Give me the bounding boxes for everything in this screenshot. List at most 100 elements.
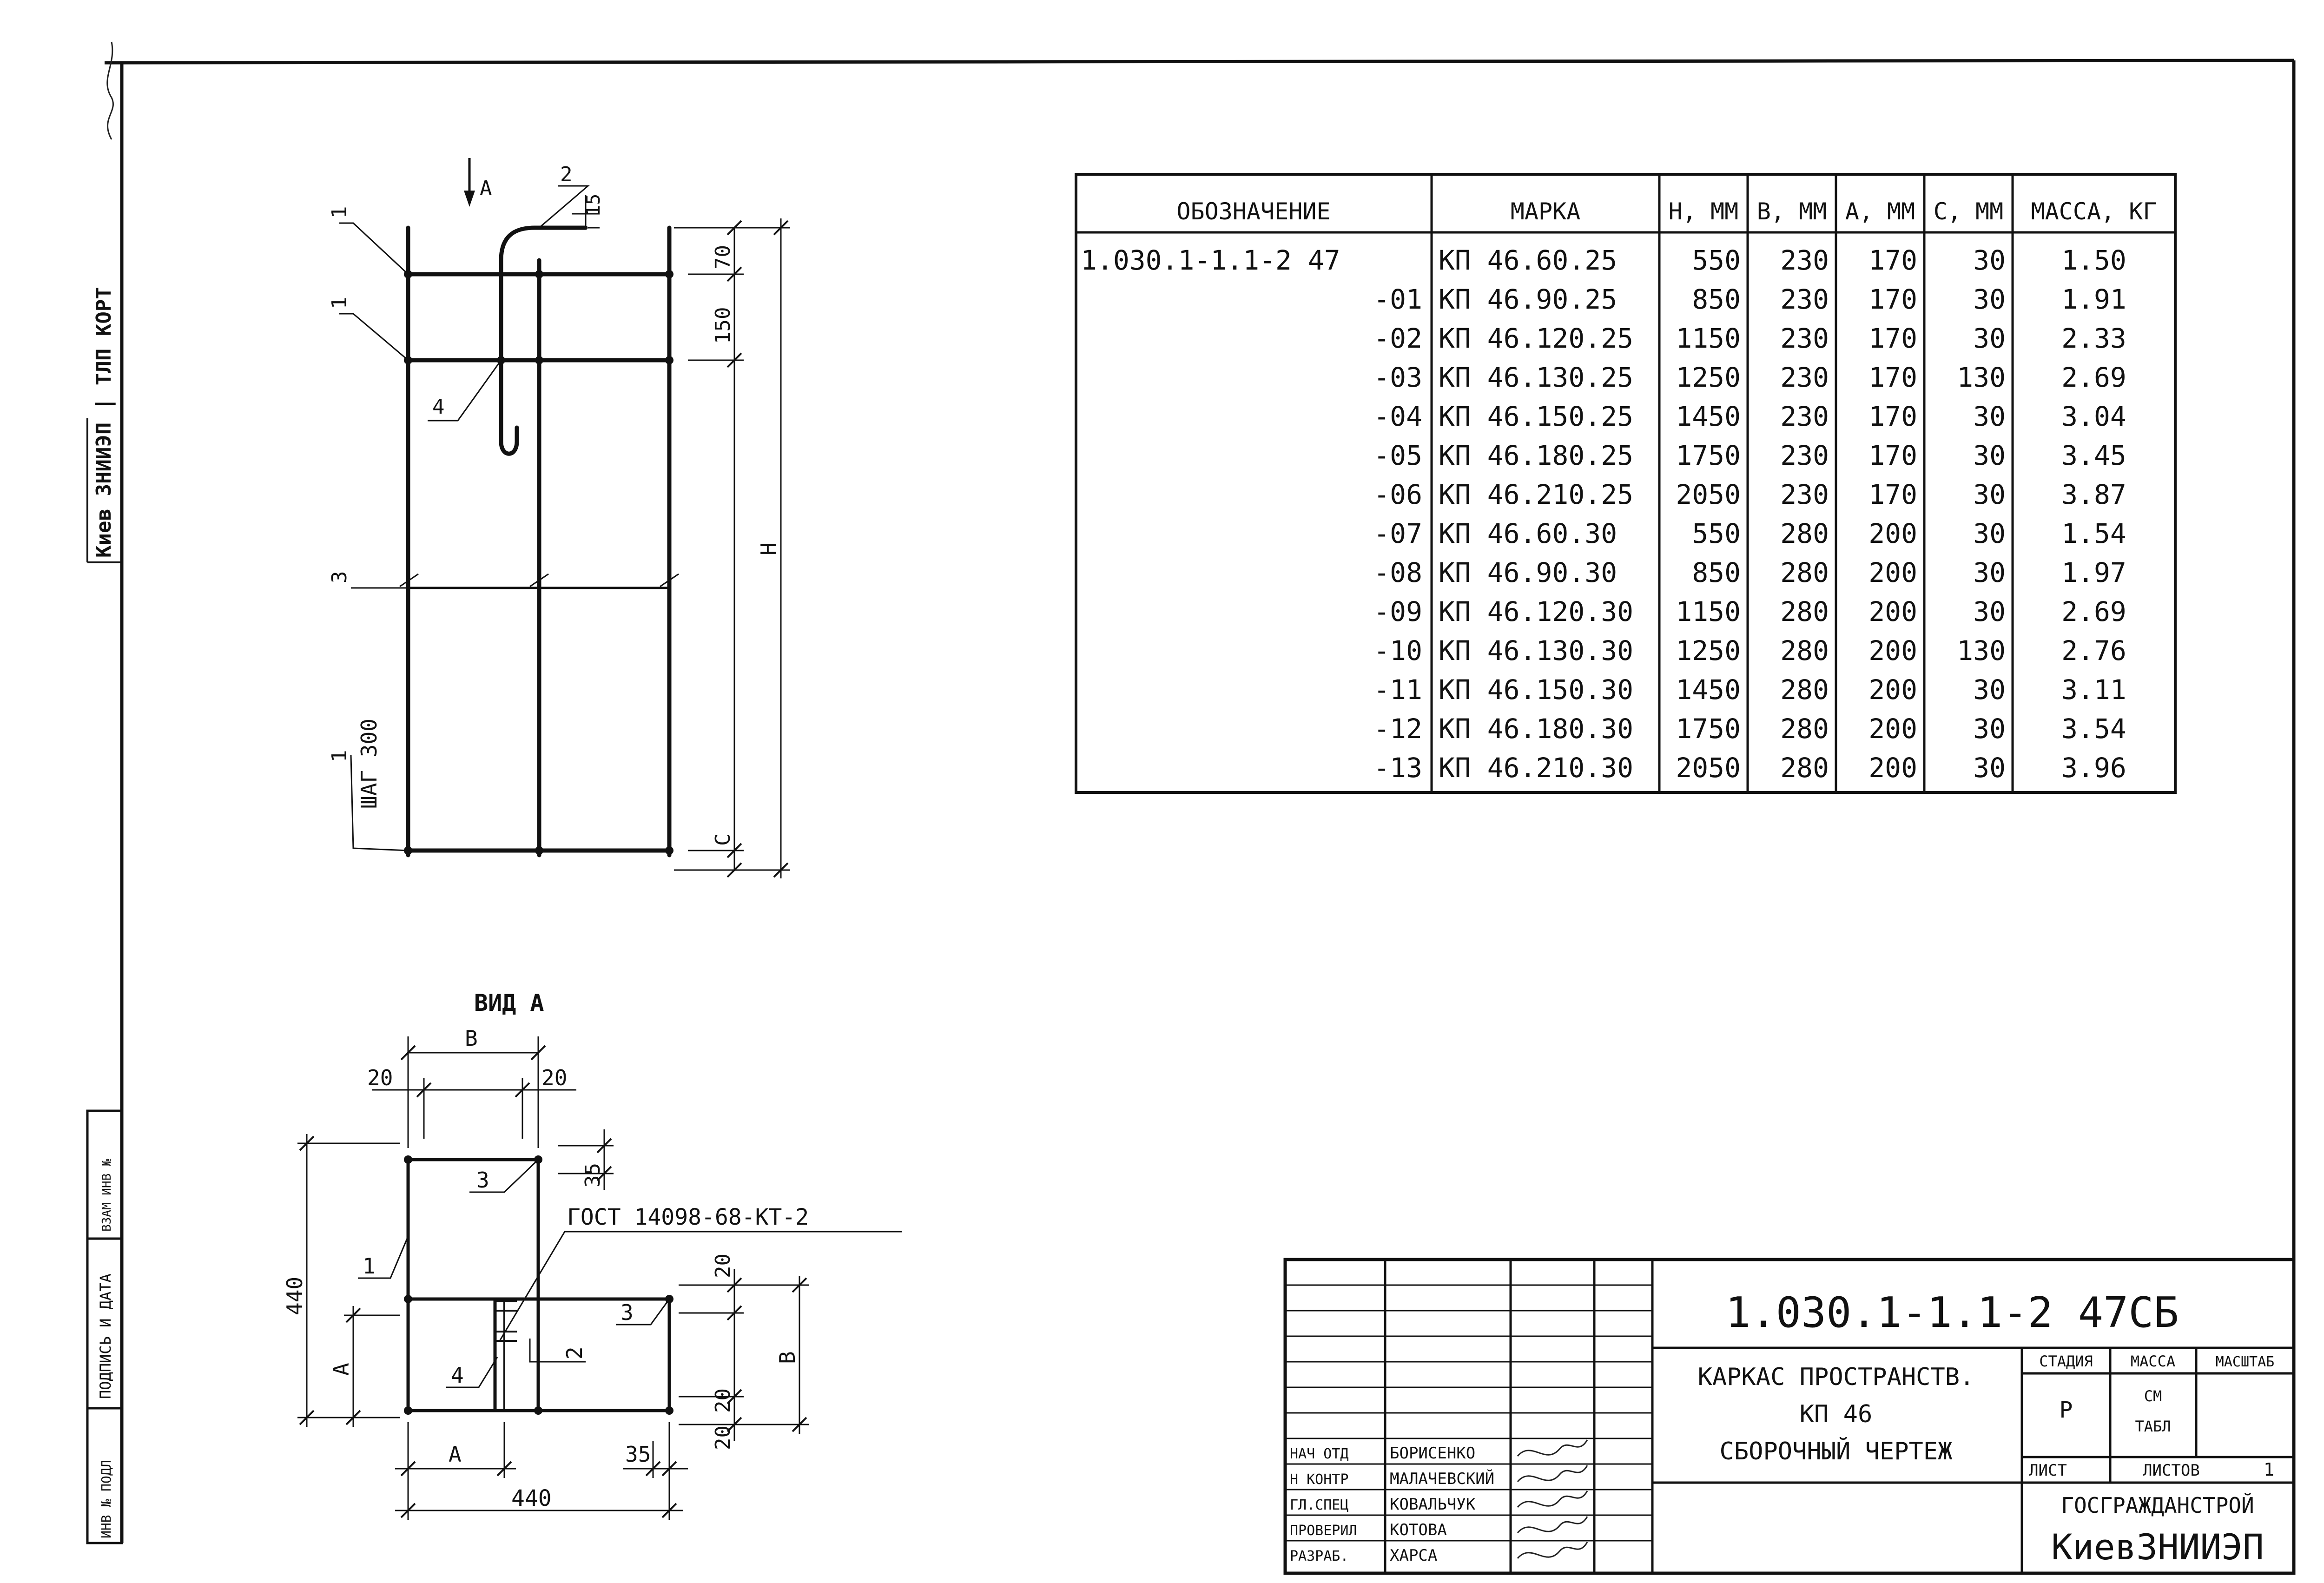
leader-2	[539, 185, 590, 229]
signer-name: КОВАЛЬЧУК	[1390, 1495, 1476, 1514]
spec-table-cell: КП 46.210.25	[1439, 479, 1633, 510]
view-a-dim-440-left: 440	[282, 1277, 307, 1315]
mark-1-bottom: 1	[328, 750, 351, 763]
spec-table-cell: 130	[1957, 362, 2006, 393]
spec-table-cell: 2.76	[2061, 635, 2126, 666]
sheets-label: ЛИСТОВ	[2143, 1461, 2200, 1480]
spec-header-cell: С, ММ	[1934, 198, 2004, 225]
spec-table-cell: 2050	[1676, 752, 1741, 784]
spec-table-cell: -11	[1373, 674, 1422, 706]
spec-table-cell: КП 46.120.30	[1439, 596, 1633, 627]
dim-15: 15	[583, 194, 604, 216]
spec-table-cell: 1.030.1-1.1-2 47	[1081, 244, 1340, 276]
mark-3-elevation: 3	[328, 571, 351, 584]
spec-table-cell: КП 46.90.30	[1439, 557, 1617, 588]
spec-table-cell: 170	[1868, 440, 1917, 471]
spec-table-cell: 1250	[1676, 635, 1741, 666]
signer-name: МАЛАЧЕВСКИЙ	[1390, 1469, 1494, 1488]
signer-signature	[1517, 1491, 1588, 1508]
sheets-count: 1	[2264, 1459, 2274, 1480]
spec-table-cell: КП 46.210.30	[1439, 752, 1633, 784]
left-stamp-top-text: Киев ЗНИИЭП | ТЛП КОРТ	[92, 287, 116, 558]
spec-table-cell: 280	[1780, 674, 1829, 706]
view-a-dim-440-bottom: 440	[511, 1485, 552, 1511]
view-a-dim-20-a: 20	[711, 1253, 735, 1278]
spec-table-cell: 1250	[1676, 362, 1741, 393]
spec-header-cell: Н, ММ	[1669, 198, 1739, 225]
leader-1-bottom	[350, 755, 409, 851]
spec-table-cell: 230	[1780, 440, 1829, 471]
spec-table-cell: 1.54	[2061, 518, 2126, 549]
spec-table-cell: КП 46.130.30	[1439, 635, 1633, 666]
spec-table-cell: 3.45	[2061, 440, 2126, 471]
spec-header-cell: В, ММ	[1757, 198, 1827, 225]
spec-table-cell: КП 46.90.25	[1439, 284, 1617, 315]
spec-table-cell: 1150	[1676, 596, 1741, 627]
spec-table-cell: 200	[1868, 557, 1917, 588]
signer-signature	[1517, 1465, 1588, 1482]
org-name-2: КиевЗНИИЭП	[2051, 1526, 2264, 1568]
spec-table-cell: КП 46.150.30	[1439, 674, 1633, 706]
spec-table-cell: 1450	[1676, 674, 1741, 706]
spec-table-cell: 850	[1692, 284, 1741, 315]
spec-table-cell: 1.97	[2061, 557, 2126, 588]
org-name-1: ГОСГРАЖДАНСТРОЙ	[2061, 1493, 2254, 1518]
leader-1-mid	[339, 313, 409, 361]
sheet-label: ЛИСТ	[2029, 1461, 2067, 1480]
left-stamp-field-3: ИНВ № ПОДЛ	[99, 1460, 114, 1538]
title-line-3: СБОРОЧНЫЙ ЧЕРТЕЖ	[1720, 1437, 1953, 1465]
spec-table-cell: 30	[1973, 401, 2006, 432]
spec-table-cell: 30	[1973, 557, 2006, 588]
signer-signature	[1517, 1516, 1588, 1533]
stage-value: Р	[2060, 1397, 2073, 1423]
spec-table-cell: -13	[1373, 752, 1422, 784]
spec-table-cell: 30	[1973, 752, 2006, 784]
mass-value-1: СМ	[2144, 1387, 2162, 1405]
view-arrow-label: А	[480, 177, 492, 200]
spec-table-cell: 30	[1973, 479, 2006, 510]
leader-2-a	[529, 1339, 586, 1363]
signer-signature	[1517, 1542, 1588, 1559]
view-a-dim-a-left: А	[329, 1363, 354, 1376]
spec-table-cell: 230	[1780, 362, 1829, 393]
spec-table-cell: 130	[1957, 635, 2006, 666]
mark-1-top: 1	[328, 206, 351, 219]
spec-table-cell: 2.69	[2061, 596, 2126, 627]
view-a-dim-20-c: 20	[711, 1425, 735, 1450]
view-a-dim-35-right: 35	[581, 1163, 605, 1187]
view-a-gost-label: ГОСТ 14098-68-КТ-2	[567, 1204, 809, 1230]
spec-table-cell: 30	[1973, 284, 2006, 315]
leader-1-a	[358, 1236, 409, 1279]
mark-4-elevation: 4	[432, 395, 445, 419]
spec-table-cell: 30	[1973, 518, 2006, 549]
dim-c: С	[711, 834, 735, 846]
spec-table-cell: 170	[1868, 284, 1917, 315]
col-stage: СТАДИЯ	[2039, 1352, 2093, 1370]
spec-table-cell: -04	[1373, 401, 1422, 432]
spec-table-cell: КП 46.60.25	[1439, 244, 1617, 276]
spec-table-cell: 30	[1973, 440, 2006, 471]
signer-role: НАЧ ОТД	[1290, 1446, 1348, 1462]
spec-header-cell: МАРКА	[1511, 198, 1581, 225]
spec-table-cell: -02	[1373, 323, 1422, 354]
spec-table-cell: -08	[1373, 557, 1422, 588]
signer-name: БОРИСЕНКО	[1390, 1444, 1475, 1463]
spec-table-cell: 3.87	[2061, 479, 2126, 510]
spec-table-cell: 200	[1868, 635, 1917, 666]
view-a-dim-b-right: В	[775, 1351, 800, 1364]
leader-4	[428, 360, 502, 422]
spec-table-cell: 200	[1868, 596, 1917, 627]
spec-table-cell: 280	[1780, 635, 1829, 666]
spec-table-cell: 230	[1780, 284, 1829, 315]
spec-table-cell: 280	[1780, 752, 1829, 784]
spec-header-cell: ОБОЗНАЧЕНИЕ	[1176, 198, 1330, 225]
mark-1-mid: 1	[328, 297, 351, 310]
spec-table-cell: 170	[1868, 244, 1917, 276]
spec-table-cell: 230	[1780, 323, 1829, 354]
spec-table-cell: -06	[1373, 479, 1422, 510]
signer-signature	[1517, 1439, 1588, 1457]
view-a-mark-3-top: 3	[476, 1167, 489, 1193]
